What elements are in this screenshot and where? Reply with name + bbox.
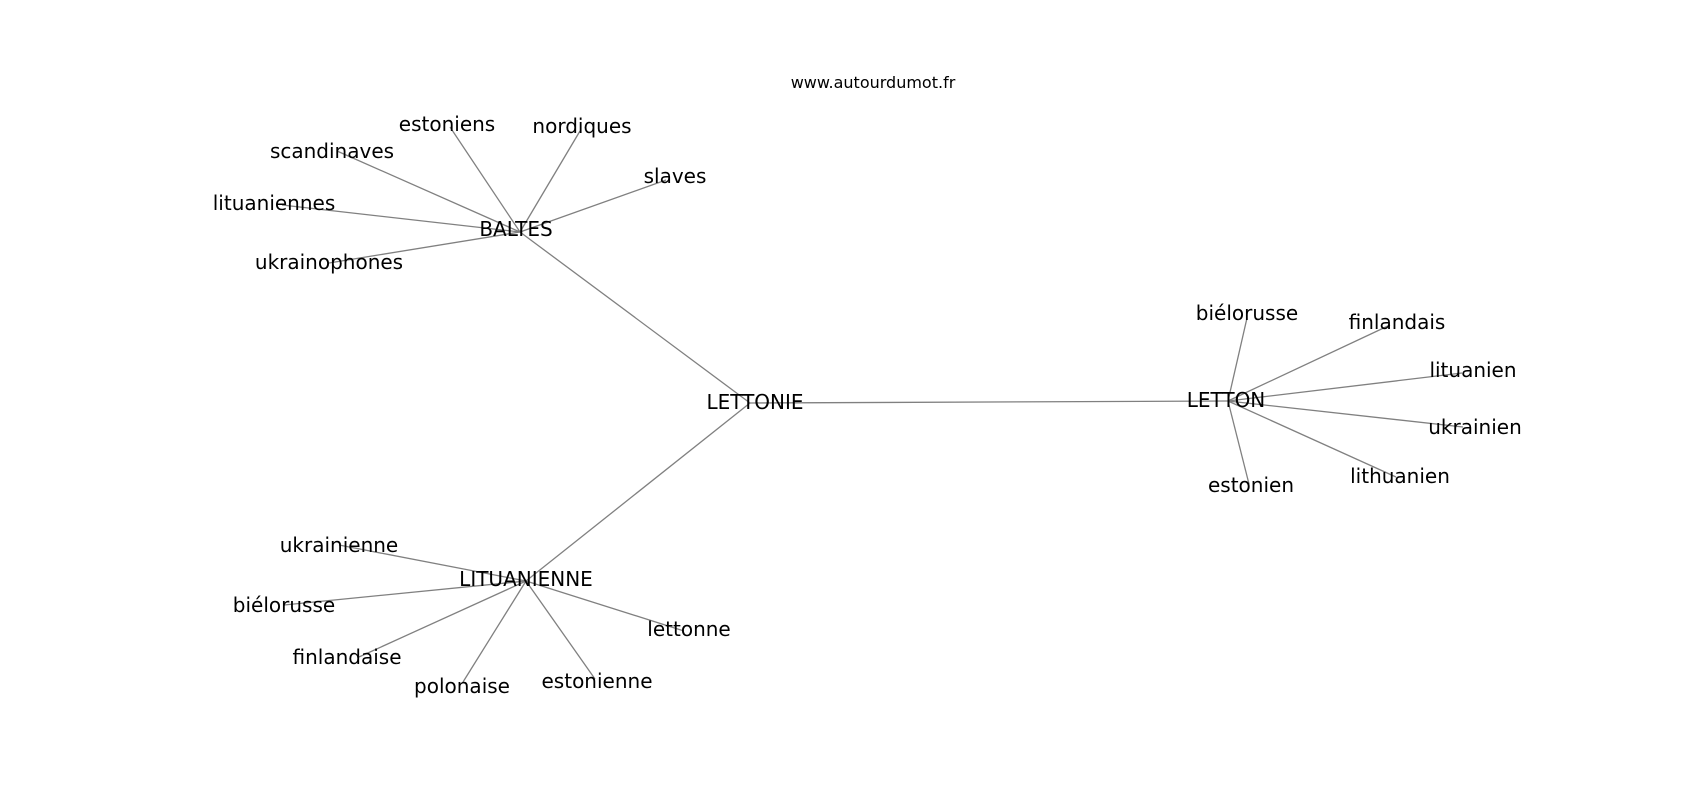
node-lituaniennes[interactable]: lituaniennes [213,191,336,215]
node-estonienne[interactable]: estonienne [542,669,653,693]
node-ukrainophones[interactable]: ukrainophones [255,250,403,274]
node-finlandais[interactable]: finlandais [1349,310,1446,334]
edge-lituanienne-estonienne [525,580,596,680]
edge-letton-ukrainien [1227,400,1464,428]
node-lettonie[interactable]: LETTONIE [706,390,803,414]
edge-letton-lituanien [1227,372,1463,402]
edge-letton-estonien [1227,400,1250,485]
node-lettonne[interactable]: lettonne [647,617,730,641]
edge-baltes-nordiques [519,130,581,233]
edge-lituanienne-bielorusse_f [283,580,527,606]
edge-letton-lithuanien [1227,400,1397,478]
edge-lituanienne-ukrainienne [338,544,527,582]
edge-baltes-scandinaves [336,150,521,233]
node-finlandaise[interactable]: finlandaise [293,645,402,669]
nodes-layer: LETTONIEBALTESLETTONLITUANIENNEestoniens… [213,112,1522,698]
node-estonien[interactable]: estonien [1208,473,1294,497]
node-nordiques[interactable]: nordiques [532,114,631,138]
node-scandinaves[interactable]: scandinaves [270,139,394,163]
watermark-text: www.autourdumot.fr [791,73,956,92]
edge-baltes-lituaniennes [281,204,521,233]
edge-baltes-ukrainophones [328,231,521,264]
node-bielorusse-f[interactable]: biélorusse [233,593,335,617]
node-lituanienne[interactable]: LITUANIENNE [459,567,593,591]
node-slaves[interactable]: slaves [644,164,707,188]
edge-letton-finlandais [1227,324,1391,402]
edge-lituanienne-polonaise [462,580,527,683]
edge-lettonie-letton [749,400,1229,404]
node-estoniens[interactable]: estoniens [399,112,495,136]
edge-letton-bielorusse_m [1227,317,1248,402]
node-bielorusse-m[interactable]: biélorusse [1196,301,1298,325]
edge-baltes-estoniens [449,126,521,233]
node-lithuanien[interactable]: lithuanien [1350,464,1450,488]
node-lituanien[interactable]: lituanien [1429,358,1516,382]
edge-lituanienne-finlandaise [358,580,527,658]
node-ukrainienne[interactable]: ukrainienne [280,533,399,557]
edge-lituanienne-lettonne [525,580,685,632]
edge-baltes-slaves [519,179,667,233]
edges-layer [281,126,1464,683]
node-polonaise[interactable]: polonaise [414,674,510,698]
node-baltes[interactable]: BALTES [479,217,552,241]
edge-lettonie-lituanienne [525,402,751,582]
node-ukrainien[interactable]: ukrainien [1428,415,1522,439]
node-letton[interactable]: LETTON [1187,388,1266,412]
edge-lettonie-baltes [519,231,751,404]
